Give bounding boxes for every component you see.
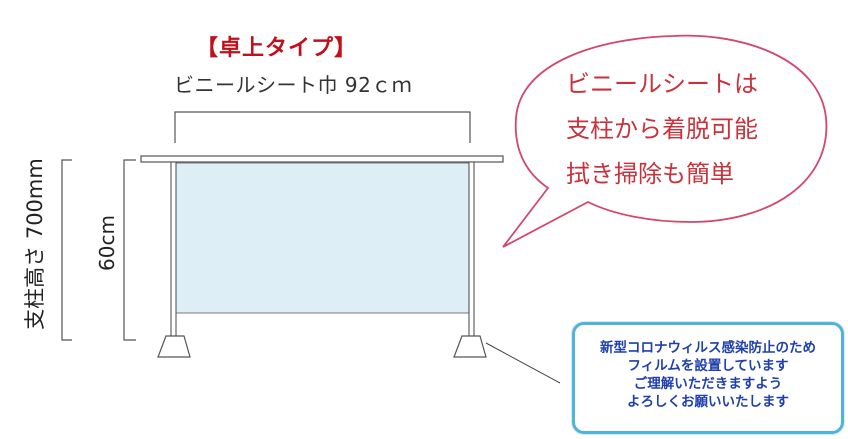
notice-line: フィルムを設置しています	[627, 358, 789, 374]
right-base-stand	[453, 335, 487, 358]
speech-bubble-line: ビニールシートは	[566, 70, 758, 98]
notice-line: ご理解いただきますよう	[633, 376, 783, 392]
vinyl-sheet	[175, 162, 471, 314]
left-pole	[170, 161, 177, 343]
diagram-title: 【卓上タイプ】	[196, 36, 358, 61]
speech-bubble-line: 支柱から着脱可能	[566, 115, 758, 143]
right-pole	[468, 161, 475, 343]
sheet-width-label: ビニールシート巾 92ｃｍ	[174, 73, 413, 97]
speech-bubble-text: ビニールシートは 支柱から着脱可能 拭き掃除も簡単	[566, 62, 806, 197]
speech-bubble-line: 拭き掃除も簡単	[566, 160, 734, 188]
left-base-stand	[157, 335, 191, 358]
overall-height-label: 支柱高さ 700mm	[23, 158, 47, 330]
notice-card: 新型コロナウィルス感染防止のため フィルムを設置しています ご理解いただきますよ…	[572, 322, 844, 434]
sheet-width-bracket	[174, 111, 471, 143]
notice-card-text: 新型コロナウィルス感染防止のため フィルムを設置しています ご理解いただきますよ…	[575, 339, 841, 411]
inner-height-bracket	[123, 159, 136, 341]
notice-leader-line	[485, 342, 561, 384]
inner-height-label: 60cm	[95, 215, 119, 271]
notice-line: よろしくお願いいたします	[627, 394, 789, 410]
notice-line: 新型コロナウィルス感染防止のため	[600, 340, 816, 356]
speech-bubble	[502, 34, 828, 248]
overall-height-bracket	[61, 159, 72, 341]
top-crossbar	[140, 155, 504, 163]
